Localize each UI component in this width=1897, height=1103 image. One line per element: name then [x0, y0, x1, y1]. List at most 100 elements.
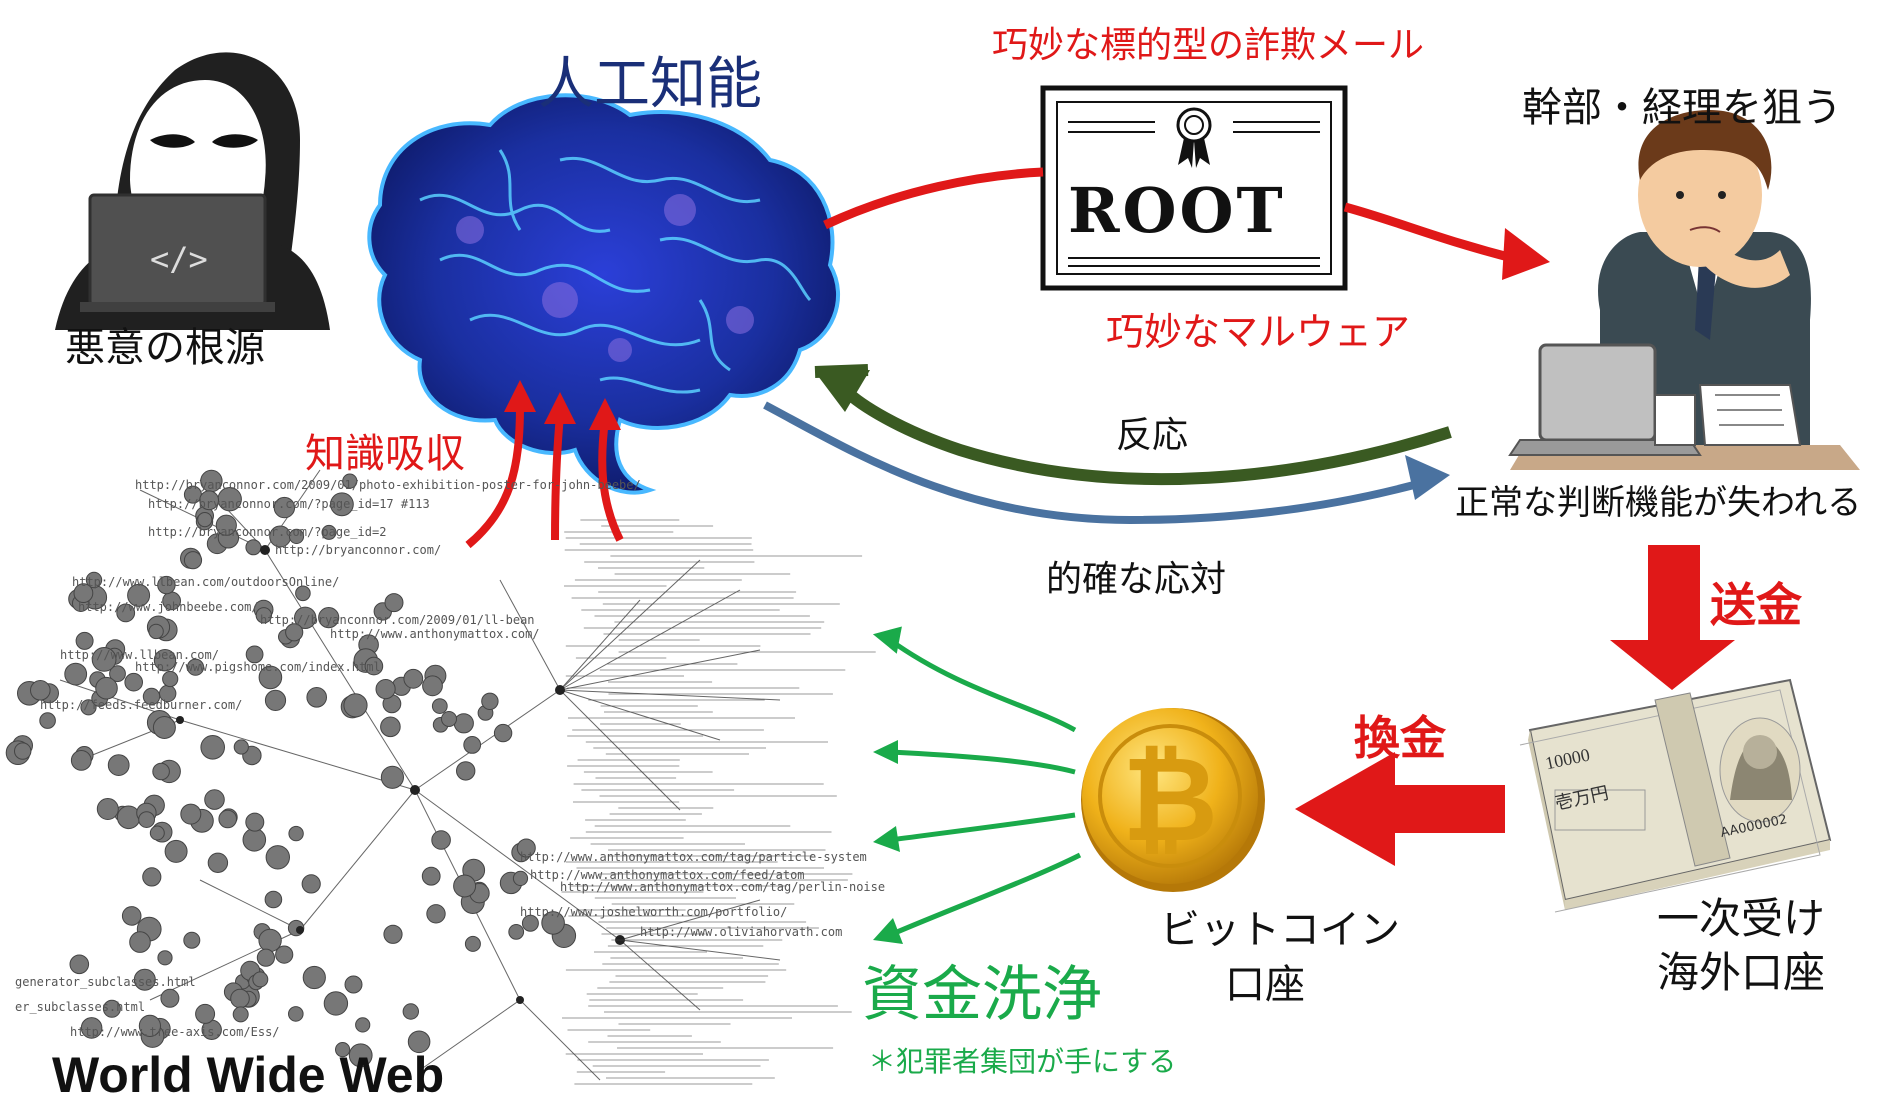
www-node — [252, 971, 269, 988]
www-node — [288, 825, 304, 842]
www-node — [73, 583, 94, 603]
www-node — [197, 512, 213, 528]
www-node — [142, 867, 162, 887]
www-node — [294, 606, 317, 629]
web-url-text: http://bryanconnor.com/?page_id=17 #113 — [148, 497, 430, 511]
www-node — [152, 716, 176, 739]
www-node — [321, 524, 337, 540]
www-node — [242, 828, 267, 852]
reaction-label: 反応 — [1116, 415, 1189, 456]
www-node — [153, 649, 177, 672]
www-node — [453, 874, 477, 898]
www-node — [121, 906, 142, 926]
www-node — [215, 514, 237, 536]
target-label: 幹部・経理を狙う — [1522, 85, 1842, 131]
www-node — [441, 711, 457, 727]
primary-account-label-line2: 海外口座 — [1657, 948, 1826, 997]
www-node — [348, 1043, 373, 1068]
www-node — [508, 924, 525, 940]
www-node — [85, 571, 103, 589]
web-url-text: generator_subclasses.html — [15, 975, 196, 989]
www-node — [186, 658, 205, 676]
www-node — [127, 583, 151, 607]
www-node — [245, 812, 265, 832]
web-url-text: http://www.anthonymattox.com/ — [330, 627, 540, 641]
laundering-label: 資金洗浄 — [862, 960, 1102, 1030]
www-node — [335, 1042, 351, 1058]
web-url-text: http://feeds.feedburner.com/ — [40, 698, 243, 712]
www-node — [109, 665, 126, 683]
www-node — [152, 762, 170, 781]
www-node — [355, 1017, 371, 1033]
www-node — [264, 689, 287, 712]
bitcoin-account-label-line2: 口座 — [1225, 962, 1305, 1008]
www-node — [64, 662, 88, 686]
www-node — [275, 945, 294, 964]
www-node — [116, 603, 136, 623]
world-wide-web-graph — [5, 469, 876, 1085]
www-node — [264, 890, 283, 909]
www-node — [180, 803, 202, 825]
web-url-text: http://bryanconnor.com/2009/01/photo-exh… — [135, 478, 641, 492]
www-node — [255, 607, 272, 624]
executive-icon — [1508, 110, 1860, 470]
cash-out-label: 換金 — [1354, 711, 1446, 765]
www-node — [384, 593, 404, 613]
arrow-transfer — [1610, 545, 1735, 690]
web-url-text: http://www.johnbeebe.com/ — [78, 600, 259, 614]
www-node — [421, 866, 441, 886]
www-node — [258, 665, 283, 690]
www-node — [273, 496, 296, 519]
www-node — [207, 852, 229, 873]
www-node — [162, 670, 179, 688]
brain-icon — [367, 93, 841, 495]
www-node — [96, 798, 119, 820]
www-node — [330, 492, 354, 517]
www-node — [148, 623, 164, 640]
www-node — [344, 975, 363, 994]
www-node — [183, 931, 201, 949]
knowledge-arrows — [465, 404, 624, 549]
bitcoin-account-label-line1: ビットコイン — [1160, 907, 1400, 953]
www-node — [380, 716, 401, 738]
banknote-stack-icon — [1519, 678, 1832, 913]
www-node — [380, 765, 404, 789]
www-node — [14, 742, 32, 760]
www-node — [200, 735, 225, 760]
web-url-text: http://bryanconnor.com/2009/01/ll-bean — [260, 613, 535, 627]
www-node — [157, 575, 176, 595]
www-node — [245, 539, 262, 556]
malware-label: 巧妙なマルウェア — [1106, 310, 1411, 354]
web-url-text: http://bryanconnor.com/ — [275, 543, 442, 557]
www-node — [70, 750, 92, 771]
www-node — [245, 645, 264, 664]
www-node — [541, 911, 565, 935]
arrow-accurate-reply — [763, 401, 1427, 525]
www-node — [164, 839, 188, 863]
www-node — [138, 1014, 161, 1038]
www-node — [453, 713, 474, 734]
www-node — [493, 723, 513, 743]
www-node — [306, 687, 328, 708]
web-url-text: http://www.anthonymattox.com/feed/atom — [530, 868, 805, 882]
www-node — [30, 680, 51, 701]
svg-text:₿: ₿ — [1122, 730, 1218, 868]
www-node — [288, 1006, 304, 1022]
www-node — [233, 739, 249, 755]
www-node — [116, 805, 141, 830]
www-node — [204, 789, 225, 810]
laundering-note-label: ＊犯罪者集団が手にする — [868, 1045, 1177, 1078]
www-node — [426, 904, 446, 924]
web-url-text: http://www.anthonymattox.com/tag/perlin-… — [560, 880, 886, 894]
root-cert-label: ROOT — [1068, 174, 1286, 247]
www-node — [218, 809, 237, 829]
www-node — [402, 1003, 419, 1020]
www-node — [199, 490, 220, 511]
web-url-text: http://bryanconnor.com/?page_id=2 — [148, 525, 387, 539]
root-certificate-icon — [1040, 85, 1348, 291]
www-node — [364, 656, 384, 676]
www-node — [288, 528, 305, 545]
www-node — [342, 473, 358, 489]
arrow-ai-to-email — [823, 167, 1044, 230]
www-node — [343, 693, 368, 718]
